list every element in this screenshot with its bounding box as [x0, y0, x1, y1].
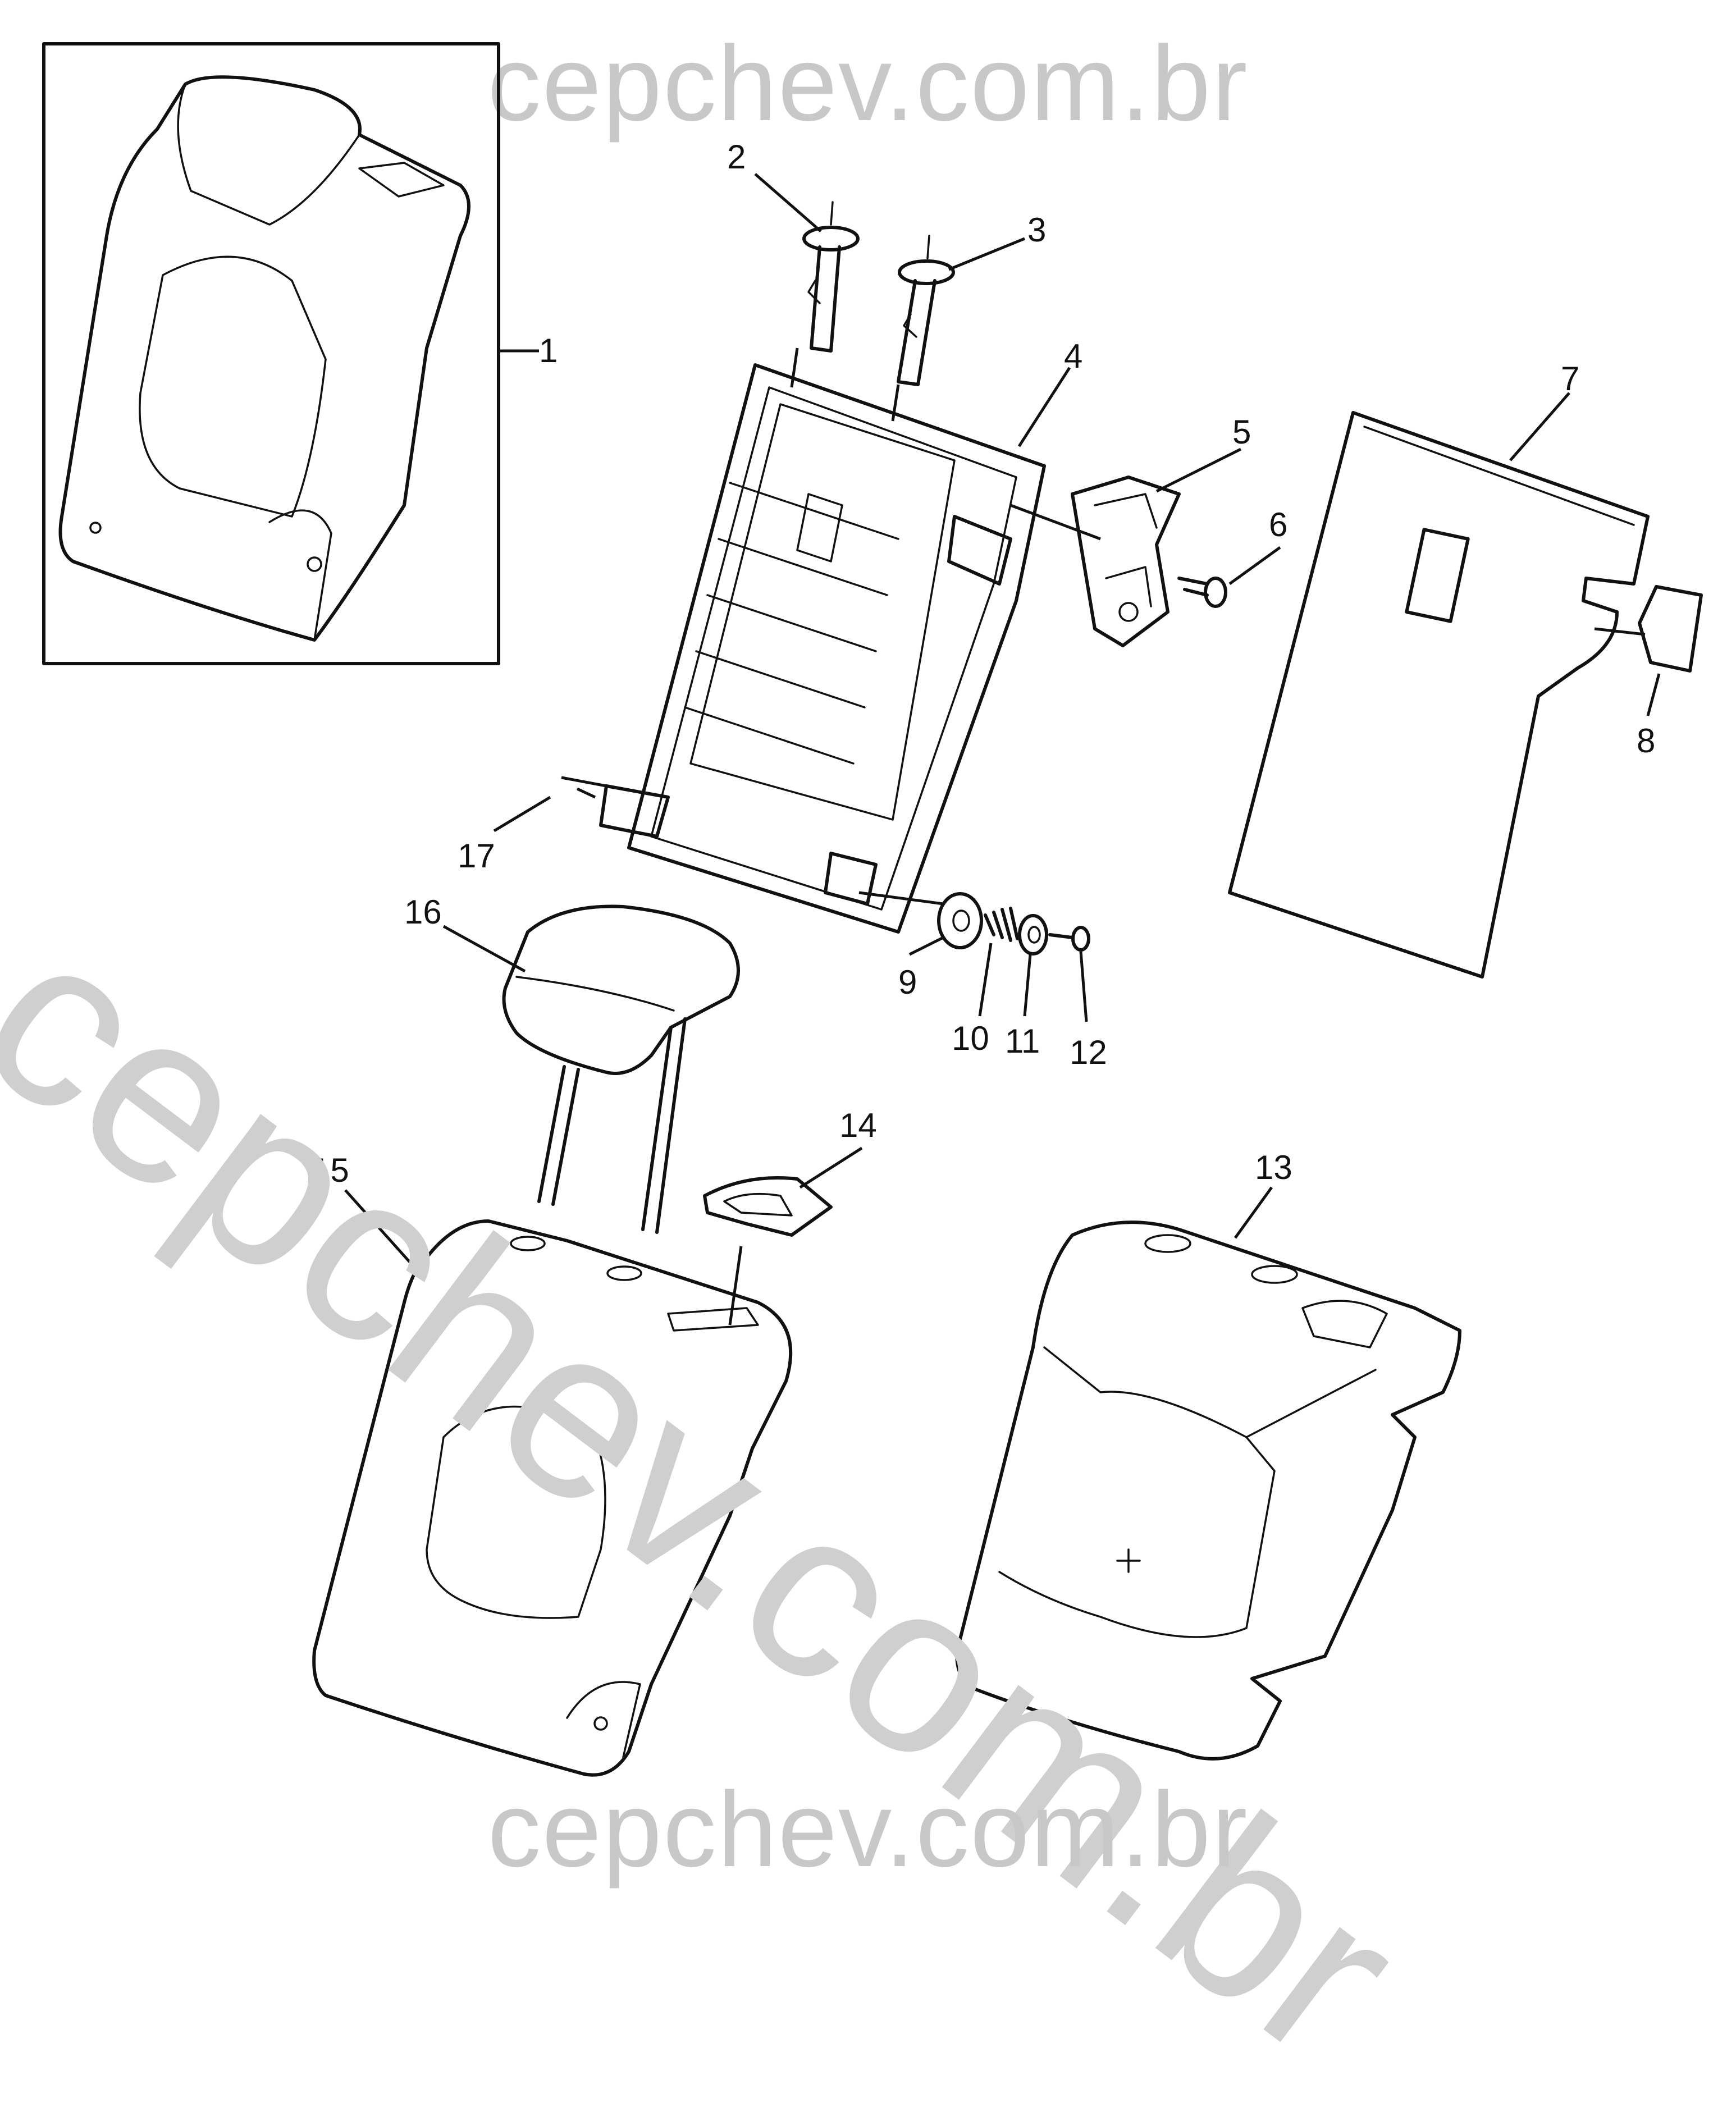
callout-13: 13 — [1255, 1149, 1292, 1186]
watermark-top: cepchev.com.br — [487, 24, 1249, 143]
part-11-nut — [1018, 914, 1048, 956]
callout-14: 14 — [839, 1107, 877, 1144]
part-9-washer — [937, 892, 983, 949]
callout-3: 3 — [1027, 211, 1046, 249]
part-12-bolt — [1048, 926, 1090, 952]
callout-9: 9 — [898, 963, 917, 1001]
part-4-frame — [599, 363, 1046, 934]
part-14-bezel — [703, 1176, 833, 1325]
part-10-spring — [984, 907, 1019, 942]
callout-1: 1 — [539, 332, 558, 369]
leader-lines — [344, 173, 1661, 1273]
inset-frame — [42, 42, 500, 665]
part-8-clip — [1594, 585, 1703, 673]
callout-16: 16 — [404, 893, 442, 931]
callout-11: 11 — [1005, 1022, 1040, 1060]
callout-4: 4 — [1064, 337, 1082, 375]
callout-8: 8 — [1637, 722, 1655, 760]
callout-12: 12 — [1070, 1034, 1107, 1071]
exploded-parts-diagram: 1 2 3 4 5 6 7 8 9 10 11 12 13 14 15 16 1… — [42, 42, 1703, 1777]
part-3-guide — [897, 235, 955, 386]
callout-10: 10 — [952, 1020, 989, 1057]
callout-6: 6 — [1269, 506, 1287, 543]
part-6-bolt — [1177, 577, 1227, 608]
part-15-cover — [312, 1219, 793, 1777]
callout-7: 7 — [1561, 360, 1579, 397]
part-13-foam — [955, 1220, 1461, 1761]
callout-2: 2 — [727, 138, 746, 176]
callout-17: 17 — [458, 837, 495, 875]
part-16-headrest — [502, 904, 740, 1234]
part-7-panel — [1228, 411, 1650, 979]
callout-5: 5 — [1232, 413, 1251, 451]
callout-15: 15 — [312, 1151, 349, 1189]
part-1-inset — [42, 42, 500, 665]
part-2-guide — [802, 201, 860, 353]
watermark-bottom: cepchev.com.br — [487, 1770, 1249, 1889]
part-5-latch — [1071, 476, 1181, 647]
